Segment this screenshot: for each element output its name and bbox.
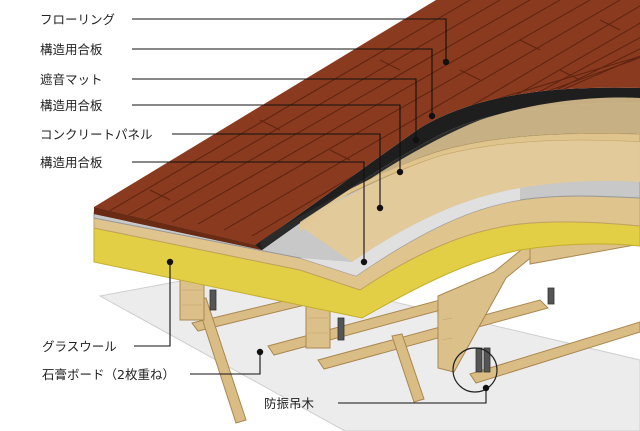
leader-lines [132, 18, 487, 404]
anti-vibration-hangers [209, 287, 555, 373]
label-structural-plywood-2: 構造用合板 [40, 98, 103, 113]
label-structural-plywood-3: 構造用合板 [40, 155, 103, 170]
flooring-layer [94, 0, 640, 245]
label-concrete-panel: コンクリートパネル [40, 127, 153, 142]
label-structural-plywood-1: 構造用合板 [40, 42, 103, 57]
label-gypsum-board: 石膏ボード（2枚重ね） [42, 367, 175, 382]
concrete-highlight [300, 188, 520, 276]
label-flooring: フローリング [40, 12, 115, 27]
leader-dots [166, 58, 490, 392]
flooring-edge [94, 207, 262, 250]
sound-mat-layer [94, 87, 640, 250]
detail-circle [452, 347, 498, 393]
plywood-layer-1 [300, 97, 640, 232]
plywood-layer-2-face [300, 140, 640, 262]
label-glass-wool: グラスウール [42, 339, 117, 354]
label-sound-mat: 遮音マット [40, 72, 103, 87]
label-anti-vibration-hanger: 防振吊木 [264, 396, 315, 411]
